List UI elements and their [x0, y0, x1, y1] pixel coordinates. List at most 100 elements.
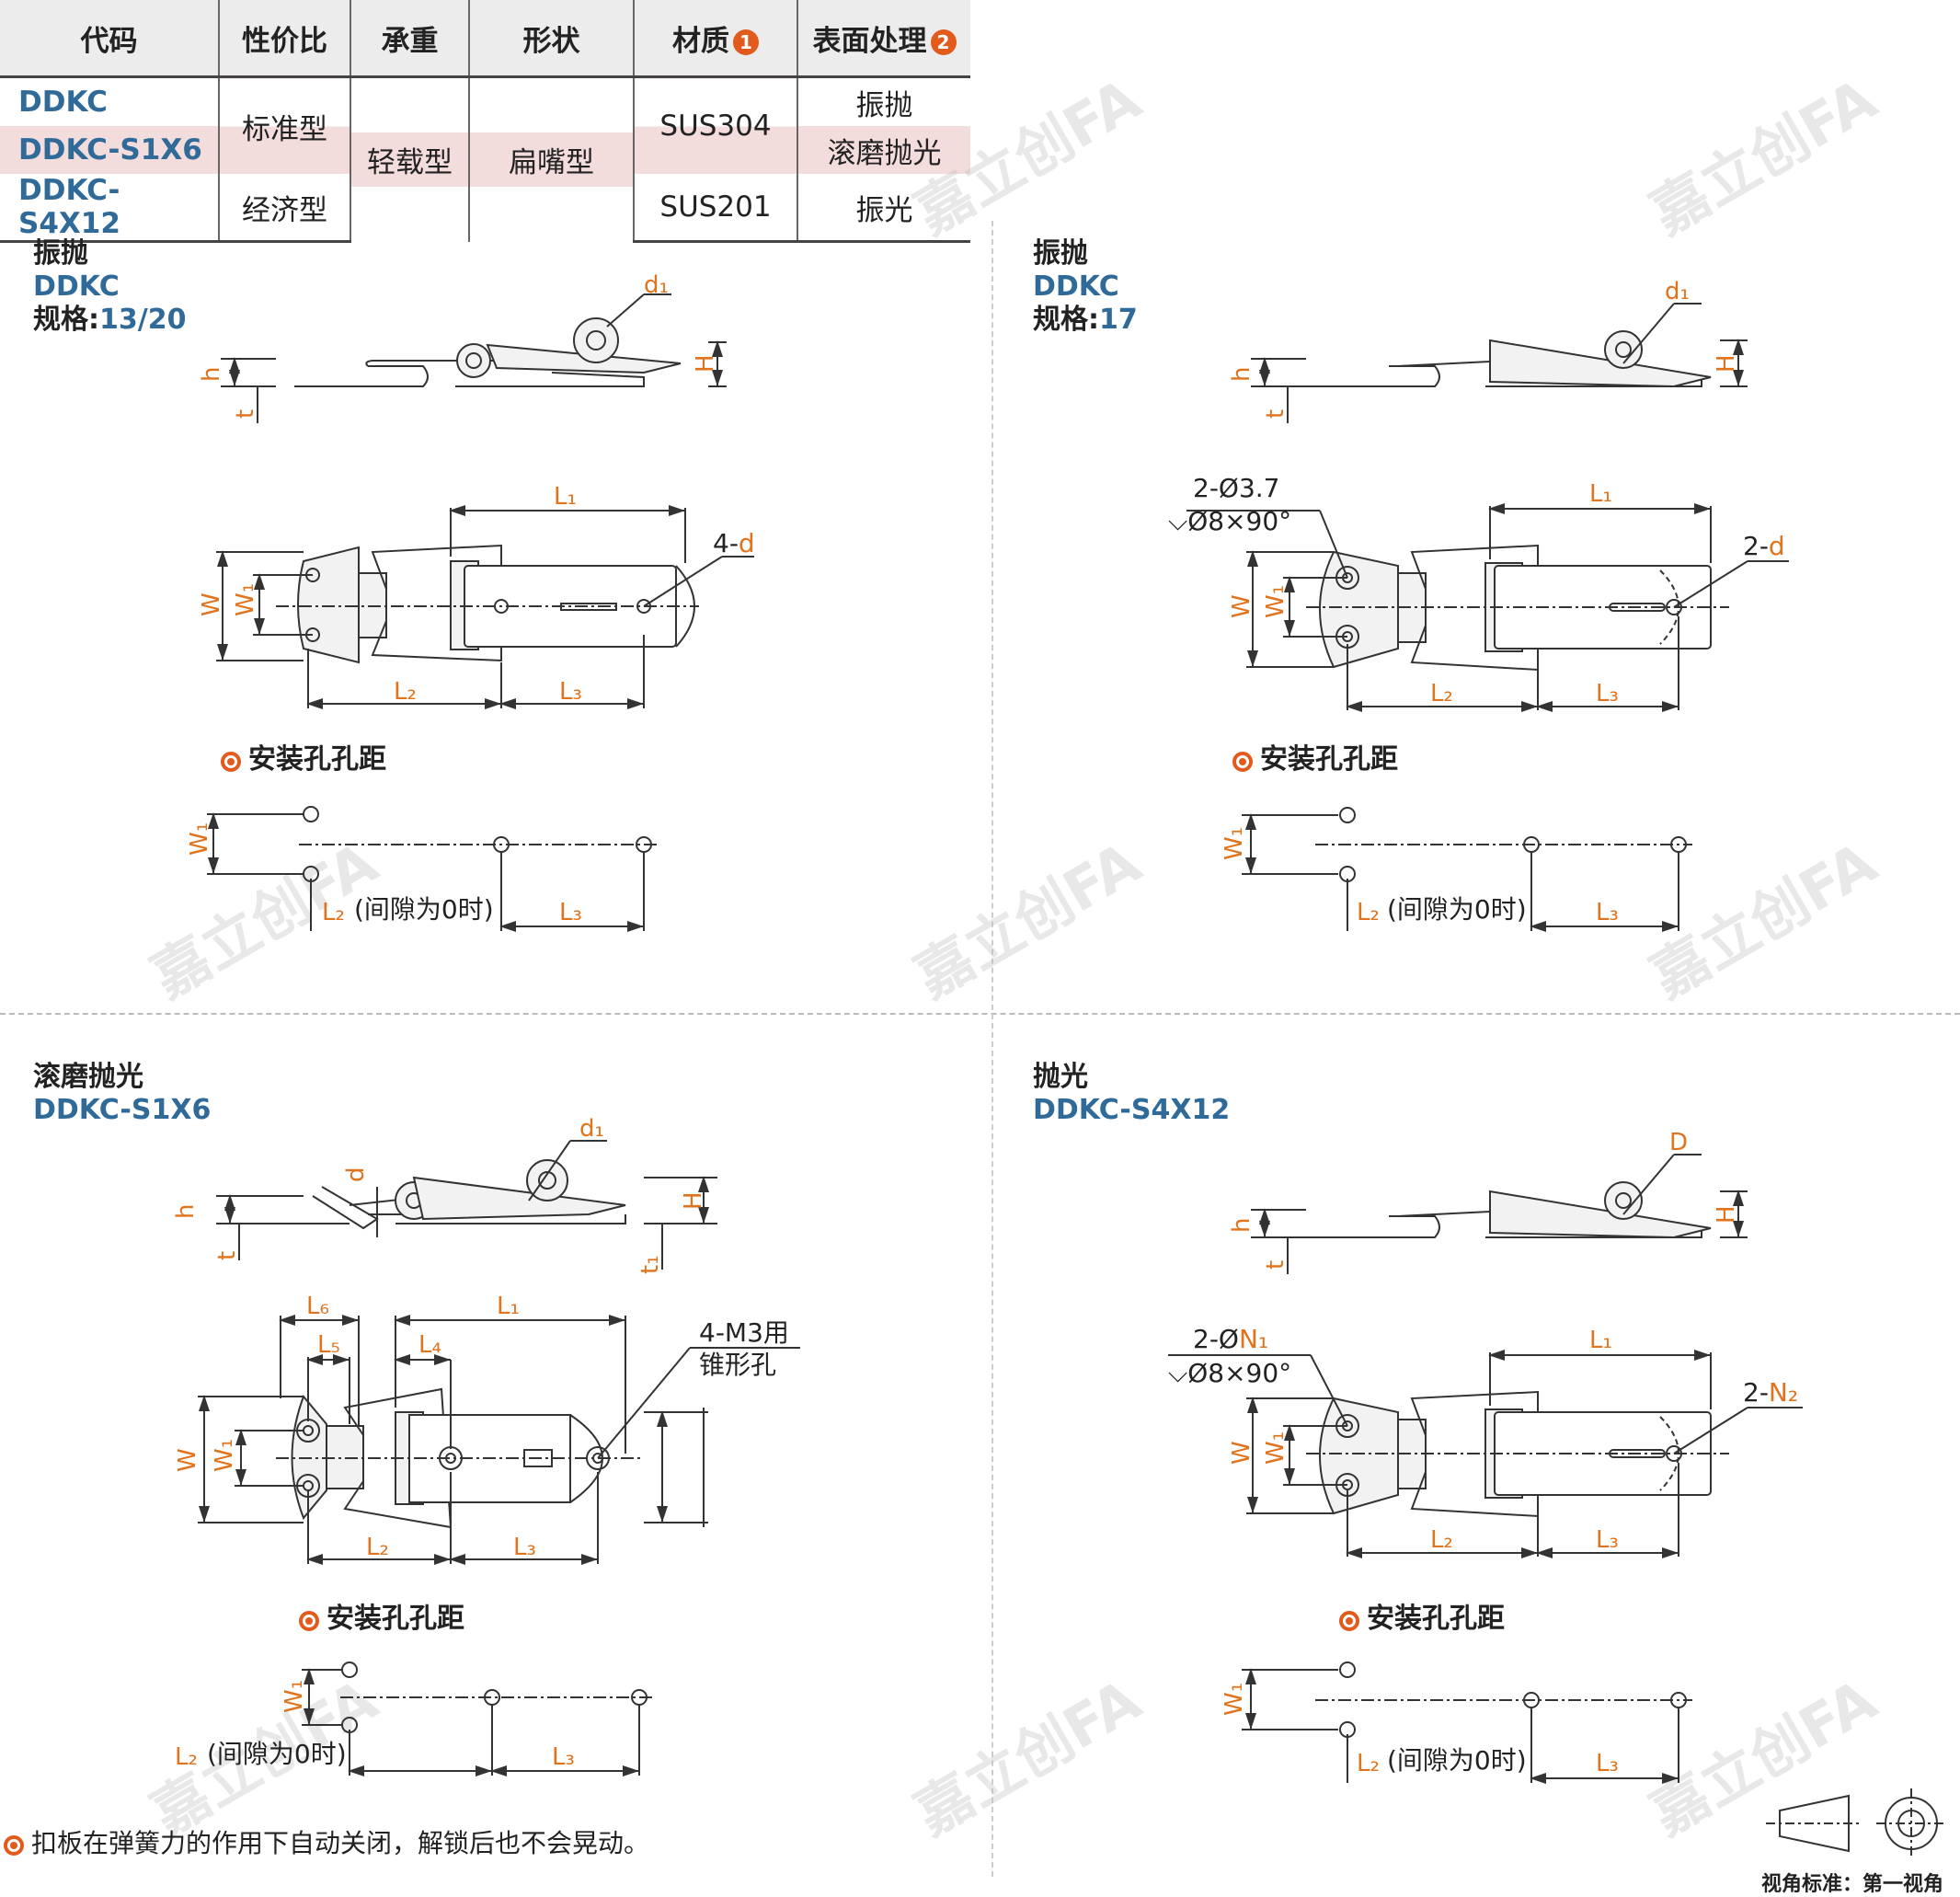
s4-spacing-L2-label: L₂	[1357, 1750, 1380, 1777]
s2-d1-label: d₁	[1665, 278, 1690, 305]
view-standard-label: 视角标准：第一视角	[1761, 1873, 1944, 1896]
s1-side-view	[221, 293, 727, 423]
cost-economy: 经济型	[219, 174, 351, 243]
s4-L2-label: L₂	[1430, 1526, 1453, 1554]
s2-H-label: H	[1713, 354, 1740, 373]
s1-hole-spacing	[207, 806, 658, 932]
s3-m3-callout-2: 锥形孔	[699, 1350, 776, 1380]
s3-L2-label: L₂	[366, 1534, 389, 1561]
s3-W1-label: W₁	[211, 1439, 238, 1472]
s3-m3-callout-1: 4-M3用	[699, 1317, 789, 1348]
s2-hole-spacing	[1242, 807, 1692, 932]
s1-top-view	[216, 505, 754, 709]
code-ddkc: DDKC	[0, 76, 220, 126]
col-code: 代码	[0, 0, 220, 78]
cost-standard: 标准型	[219, 76, 351, 174]
badge-2: 2	[930, 29, 957, 55]
load-light: 轻载型	[350, 76, 470, 242]
s1-t-label: t	[232, 409, 259, 419]
s1-L3-label: L₃	[559, 678, 582, 706]
s2-spacing-L3-label: L₃	[1596, 899, 1619, 926]
bullet-icon	[1232, 752, 1253, 772]
s2-gap-label: (间隙为0时)	[1387, 894, 1527, 925]
col-shape: 形状	[469, 0, 635, 78]
s4-h-label: h	[1228, 1218, 1255, 1233]
s4-2N2-callout: 2-N₂	[1743, 1377, 1798, 1408]
s4-csk-callout: ⌵Ø8×90°	[1168, 1358, 1291, 1388]
s1-gap-label: (间隙为0时)	[354, 894, 494, 925]
s3-side-view	[216, 1140, 717, 1270]
section3-finish: 滚磨抛光	[33, 1061, 143, 1093]
s4-hole-spacing	[1242, 1661, 1692, 1784]
s3-L6-label: L₆	[306, 1293, 329, 1320]
finish-vib-light: 振光	[797, 174, 970, 243]
section2-model: DDKC	[1033, 270, 1119, 303]
s1-W1-label: W₁	[232, 583, 259, 616]
s1-L2-label: L₂	[394, 678, 417, 706]
finish-vib: 振抛	[855, 88, 913, 122]
s2-L2-label: L₂	[1430, 680, 1453, 707]
s3-W-label: W	[174, 1448, 201, 1472]
s2-W-label: W	[1228, 594, 1255, 618]
s2-csk-callout: ⌵Ø8×90°	[1168, 506, 1291, 536]
s4-W-label: W	[1228, 1441, 1255, 1465]
s1-spacing-L2-label: L₂	[322, 899, 345, 926]
s2-spacing-L2-label: L₂	[1357, 899, 1380, 926]
s2-hole-callout: 2-Ø3.7	[1193, 473, 1280, 503]
first-angle-projection-icon	[1766, 1788, 1946, 1858]
s3-spacing-W1-label: W₁	[281, 1680, 308, 1713]
col-load: 承重	[350, 0, 470, 78]
s2-2d-callout: 2-d	[1743, 531, 1785, 561]
s1-W-label: W	[198, 592, 225, 616]
s4-L3-label: L₃	[1596, 1526, 1619, 1554]
s1-h-label: h	[198, 367, 225, 382]
install-label-3: 安装孔孔距	[299, 1603, 464, 1636]
s2-W1-label: W₁	[1262, 585, 1289, 618]
footnote: 扣板在弹簧力的作用下自动关闭，解锁后也不会晃动。	[4, 1823, 649, 1860]
s3-L1-label: L₁	[497, 1293, 520, 1320]
code-ddkc-s4x12: DDKC-S4X12	[0, 174, 220, 243]
badge-1: 1	[733, 29, 759, 55]
s3-gap-label: (间隙为0时)	[207, 1739, 347, 1769]
s4-L1-label: L₁	[1589, 1327, 1612, 1354]
section3-model: DDKC-S1X6	[33, 1094, 212, 1126]
s4-hole-callout: 2-ØN₁	[1193, 1324, 1268, 1354]
section1-model: DDKC	[33, 270, 120, 303]
s4-side-view	[1251, 1154, 1748, 1274]
s3-L4-label: L₄	[418, 1331, 441, 1359]
shape-flat: 扁嘴型	[469, 76, 635, 242]
s3-t-label: t	[213, 1251, 241, 1260]
s3-top-view	[198, 1315, 800, 1565]
s4-top-view	[1168, 1350, 1803, 1558]
s3-L3-label: L₃	[513, 1534, 536, 1561]
material-sus201: SUS201	[634, 174, 798, 243]
s2-h-label: h	[1228, 367, 1255, 382]
s3-h-label: h	[172, 1204, 200, 1219]
section1-finish: 振抛	[33, 237, 88, 270]
s2-L1-label: L₁	[1589, 480, 1612, 508]
install-label-4: 安装孔孔距	[1339, 1603, 1505, 1636]
s3-spacing-L3-label: L₃	[552, 1743, 575, 1771]
s4-gap-label: (间隙为0时)	[1387, 1745, 1527, 1776]
section-divider-horizontal	[0, 1013, 1960, 1015]
s1-4d-callout: 4-d	[713, 528, 755, 558]
install-label-1: 安装孔孔距	[221, 743, 386, 776]
bullet-icon	[4, 1835, 24, 1856]
s4-t-label: t	[1262, 1260, 1289, 1270]
s2-L3-label: L₃	[1596, 680, 1619, 707]
bullet-icon	[221, 752, 241, 772]
s2-t-label: t	[1262, 409, 1289, 419]
col-cost: 性价比	[219, 0, 351, 78]
s2-top-view	[1186, 503, 1789, 712]
s3-L5-label: L₅	[317, 1331, 340, 1359]
s3-d1-label: d₁	[579, 1115, 604, 1143]
s3-t1-label: t₁	[636, 1255, 664, 1274]
s4-W1-label: W₁	[1262, 1431, 1289, 1465]
bullet-icon	[1339, 1611, 1359, 1631]
section4-model: DDKC-S4X12	[1033, 1094, 1231, 1126]
s4-spacing-L3-label: L₃	[1596, 1750, 1619, 1777]
install-label-2: 安装孔孔距	[1232, 743, 1398, 776]
